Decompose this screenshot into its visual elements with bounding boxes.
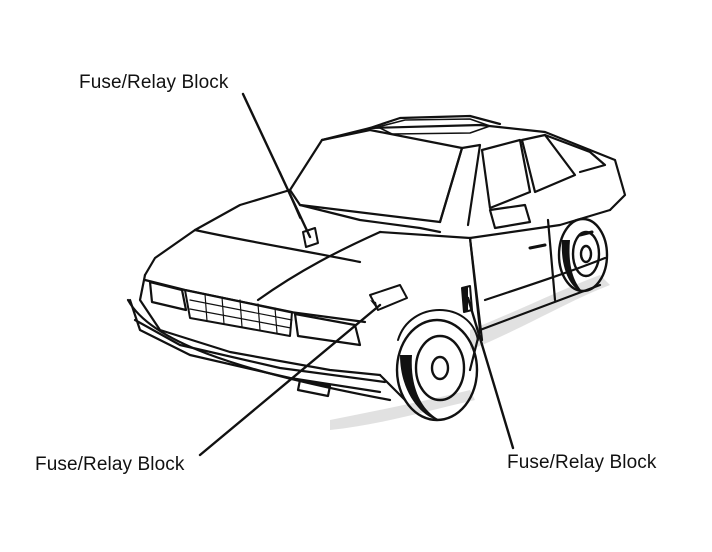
leader-line-right	[466, 296, 515, 450]
car-body	[126, 114, 627, 402]
tire-shading	[400, 240, 582, 420]
front-wheel	[395, 309, 479, 422]
label-fuse-relay-block-top: Fuse/Relay Block	[79, 72, 229, 93]
leader-line-left	[198, 303, 382, 457]
fuse-relay-blocks	[302, 227, 473, 313]
leader-line-top	[241, 92, 312, 239]
fuse-block-hood	[302, 227, 319, 248]
leader-lines	[198, 92, 515, 457]
rear-wheel	[557, 217, 609, 293]
label-fuse-relay-block-right: Fuse/Relay Block	[507, 452, 657, 473]
label-fuse-relay-block-left: Fuse/Relay Block	[35, 454, 185, 475]
